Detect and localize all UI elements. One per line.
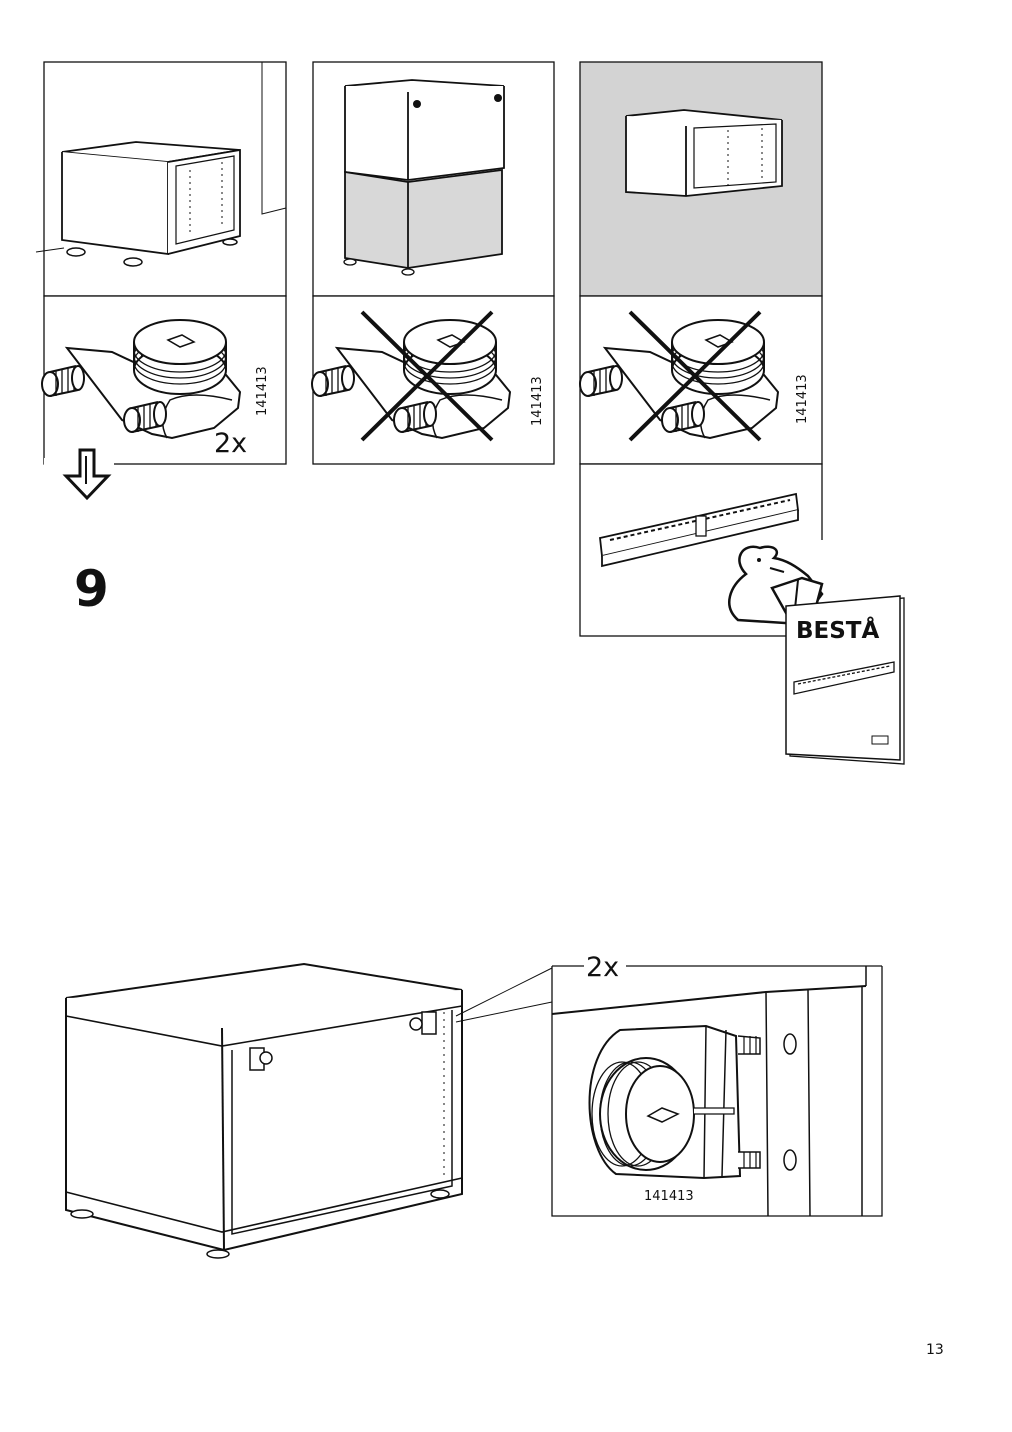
panel-wall-not-allowed: 141413 [579, 61, 830, 637]
panel-correct: 141413 2x [35, 61, 287, 465]
arrow-down-icon [44, 448, 114, 501]
cabinet-rear-view [65, 962, 463, 1259]
page-number: 13 [926, 1342, 944, 1358]
detail-part-number: 141413 [644, 1189, 694, 1204]
panel-stacked-not-allowed: 141413 [311, 61, 555, 465]
detail-quantity: 2x [586, 952, 619, 983]
booklet-title: BESTÅ [796, 616, 879, 644]
manual-booklet: BESTÅ [785, 595, 905, 765]
detail-zoom: 2x 141413 [551, 950, 883, 1217]
cross-icon [360, 310, 494, 442]
step-number: 9 [74, 560, 109, 618]
panel3-part-number: 141413 [795, 374, 810, 424]
panel2-part-number: 141413 [530, 376, 545, 426]
panel1-part-number: 141413 [255, 366, 270, 416]
cabinet-icon [61, 141, 241, 267]
rail-icon [599, 492, 799, 568]
panel1-quantity: 2x [214, 428, 247, 459]
